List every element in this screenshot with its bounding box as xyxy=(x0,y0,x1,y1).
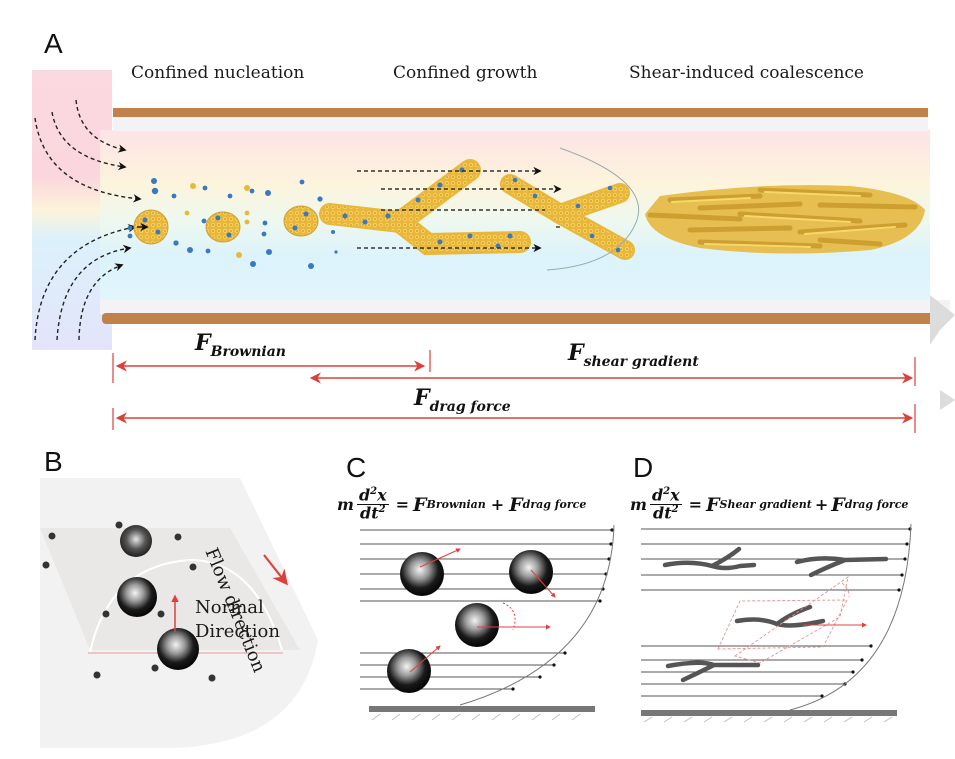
particle-sphere xyxy=(157,628,199,670)
panel-c-diagram xyxy=(360,524,615,721)
force-range-arrows xyxy=(112,350,916,433)
growing-nanowire xyxy=(319,159,531,256)
force-label-shear-gradient: Fshear gradient xyxy=(568,340,699,370)
panel-b-label: B xyxy=(44,446,63,477)
stage-label-confined-growth: Confined growth xyxy=(393,63,538,83)
precursor-particles xyxy=(127,178,338,269)
panel-b-diagram xyxy=(40,478,318,748)
wall-surface xyxy=(369,706,595,712)
shear-boundary-curve xyxy=(546,147,639,271)
particle-sphere xyxy=(120,525,152,557)
stage-label-shear-induced-coalescence: Shear-induced coalescence xyxy=(629,63,864,83)
nucleus-clusters xyxy=(133,205,319,245)
velocity-profile-curve xyxy=(459,524,615,706)
chevron-decoration xyxy=(930,295,955,345)
inlet-flow-arrows xyxy=(34,99,142,341)
streamlines xyxy=(360,528,614,691)
channel-bottom-inner-wall xyxy=(100,300,950,314)
chevron-decoration xyxy=(940,390,955,410)
velocity-profile-curve xyxy=(789,523,912,711)
flow-direction-arrow xyxy=(263,554,288,586)
normal-direction-label-line1: Normal xyxy=(195,597,264,618)
shearing-nanowire xyxy=(500,174,635,260)
channel-top-wall xyxy=(113,108,928,117)
channel-top-inner-wall xyxy=(113,117,928,131)
particle-sphere xyxy=(455,603,499,647)
force-label-drag-force: Fdrag force xyxy=(414,385,511,415)
particle-sphere xyxy=(387,649,431,693)
panel-a-label: A xyxy=(44,28,63,59)
coalesced-nanowire-mat xyxy=(645,185,925,254)
streamlines xyxy=(641,527,912,698)
wall-surface xyxy=(641,710,897,716)
channel-bottom-wall xyxy=(102,313,937,324)
force-label-brownian: FBrownian xyxy=(195,330,286,360)
nanowire-shapes xyxy=(662,546,889,683)
panel-d-label: D xyxy=(633,452,654,483)
normal-direction-label-line2: Direction xyxy=(195,621,280,642)
panel-d-diagram xyxy=(641,523,912,723)
stage-label-confined-nucleation: Confined nucleation xyxy=(131,63,305,83)
growth-flow-arrows xyxy=(357,166,562,253)
inlet-region xyxy=(32,70,112,350)
particle-sphere xyxy=(400,552,444,596)
panel-c-label: C xyxy=(346,452,367,483)
particle-sphere xyxy=(117,577,157,617)
